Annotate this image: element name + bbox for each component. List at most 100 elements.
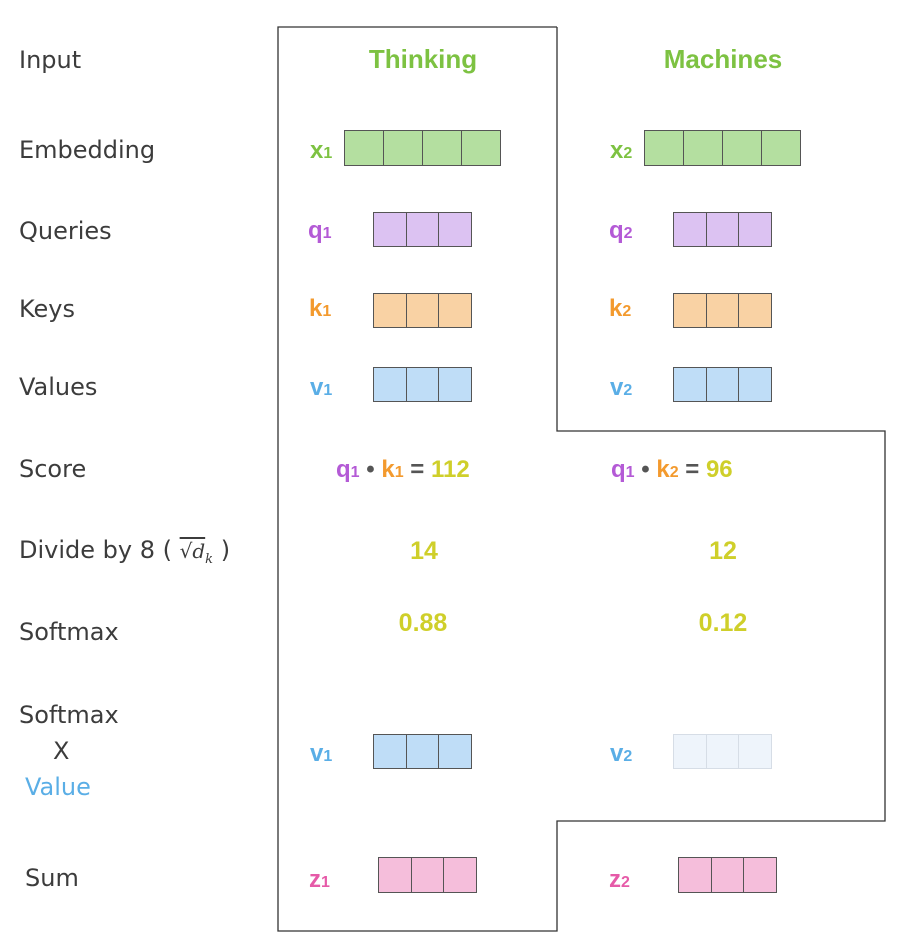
row-label-values: Values [19,373,98,401]
x2-label: x2 [610,137,633,164]
vector-cell [723,131,762,165]
weighted-value-vector-1 [373,734,472,769]
row-label-softmax-x-value-1: Softmax [19,701,119,729]
vector-cell [707,735,740,768]
key-vector-1 [373,293,472,328]
row-label-input: Input [19,46,82,74]
vector-cell [645,131,684,165]
vector-cell [374,735,407,768]
weighted-v2-label: v2 [610,740,633,767]
q2-label: q2 [609,217,633,244]
embedding-vector-2 [644,130,801,166]
vector-cell [374,294,407,327]
z1-label: z1 [309,866,330,893]
score1-value: 112 [430,456,470,483]
score2-dot: • [641,456,650,483]
divided-score-2: 12 [709,537,737,565]
row-label-divide: Divide by 8 ( √dk ) [19,536,230,567]
query-vector-2 [673,212,772,247]
output-vector-2 [678,857,777,893]
row-label-sum: Sum [25,864,79,892]
vector-cell [439,213,471,246]
outline-path [277,26,886,932]
value-vector-1 [373,367,472,402]
vector-cell [379,858,412,892]
vector-cell [439,368,471,401]
vector-cell [384,131,423,165]
sqrt-dk-text: √d [179,539,206,563]
vector-cell [374,213,407,246]
vector-cell [712,858,745,892]
row-label-softmax: Softmax [19,618,119,646]
sqrt-dk-sub: k [205,552,214,567]
weighted-v1-label: v1 [310,740,333,767]
z2-label: z2 [609,866,630,893]
vector-cell [707,368,740,401]
score1-equals: = [410,456,425,483]
score-equation-2: q1 • k2 = 96 [611,456,733,484]
score2-equals: = [685,456,700,483]
vector-cell [462,131,500,165]
vector-cell [707,213,740,246]
row-label-embedding: Embedding [19,136,156,164]
vector-cell [744,858,776,892]
vector-cell [407,294,440,327]
vector-cell [739,294,771,327]
vector-cell [739,368,771,401]
row-label-keys: Keys [19,295,76,323]
vector-cell [679,858,712,892]
k2-label: k2 [609,295,632,322]
softmax-score-2: 0.12 [698,609,748,637]
vector-cell [423,131,462,165]
v1-label: v1 [310,374,333,401]
vector-cell [444,858,476,892]
vector-cell [439,735,471,768]
query-vector-1 [373,212,472,247]
vector-cell [345,131,384,165]
sqrt-dk-symbol: √dk [179,539,213,567]
score1-q-term: q1 [336,456,360,483]
vector-cell [674,213,707,246]
k1-label: k1 [309,295,332,322]
score1-dot: • [366,456,375,483]
row-label-softmax-x-value-3: Value [25,773,91,801]
vector-cell [439,294,471,327]
vector-cell [674,294,707,327]
row-label-queries: Queries [19,217,112,245]
output-vector-1 [378,857,477,893]
divide-prefix: Divide by 8 ( [19,536,172,564]
vector-cell [739,213,771,246]
vector-cell [374,368,407,401]
divided-score-1: 14 [410,537,438,565]
score1-k-term: k1 [381,456,404,483]
input-word-2: Machines [663,44,783,74]
divide-suffix: ) [220,536,231,564]
vector-cell [739,735,771,768]
vector-cell [412,858,445,892]
q1-label: q1 [308,217,332,244]
vector-cell [407,735,440,768]
softmax-score-1: 0.88 [398,609,448,637]
vector-cell [707,294,740,327]
row-label-score: Score [19,455,87,483]
vector-cell [407,368,440,401]
score-equation-1: q1 • k1 = 112 [336,456,470,484]
vector-cell [407,213,440,246]
input-word-1: Thinking [368,44,478,74]
value-vector-2 [673,367,772,402]
row-label-softmax-x-value-2: X [53,737,70,765]
score2-k-term: k2 [656,456,679,483]
vector-cell [684,131,723,165]
score2-q-term: q1 [611,456,635,483]
score2-value: 96 [705,456,733,483]
vector-cell [674,735,707,768]
embedding-vector-1 [344,130,501,166]
key-vector-2 [673,293,772,328]
vector-cell [762,131,800,165]
weighted-value-vector-2 [673,734,772,769]
x1-label: x1 [310,137,333,164]
v2-label: v2 [610,374,633,401]
vector-cell [674,368,707,401]
